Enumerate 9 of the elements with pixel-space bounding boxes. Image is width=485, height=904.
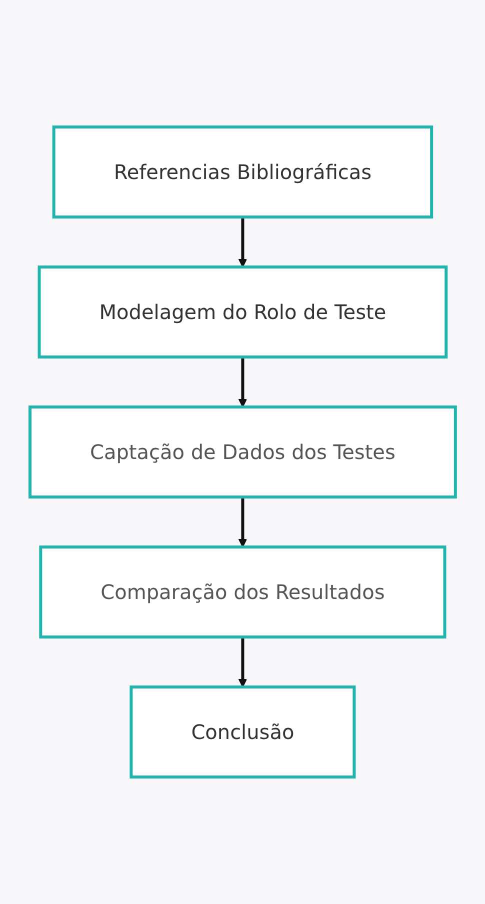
node-box: Captação de Dados dos Testes: [28, 406, 457, 498]
arrow: [238, 217, 247, 268]
node-box: Comparação dos Resultados: [38, 546, 446, 638]
arrow: [238, 497, 247, 548]
arrow: [238, 357, 247, 408]
arrow: [238, 637, 247, 688]
node-box: Modelagem do Rolo de Teste: [38, 266, 448, 358]
node-box: Conclusão: [129, 686, 356, 778]
node-box: Referencias Bibliográficas: [52, 126, 433, 218]
